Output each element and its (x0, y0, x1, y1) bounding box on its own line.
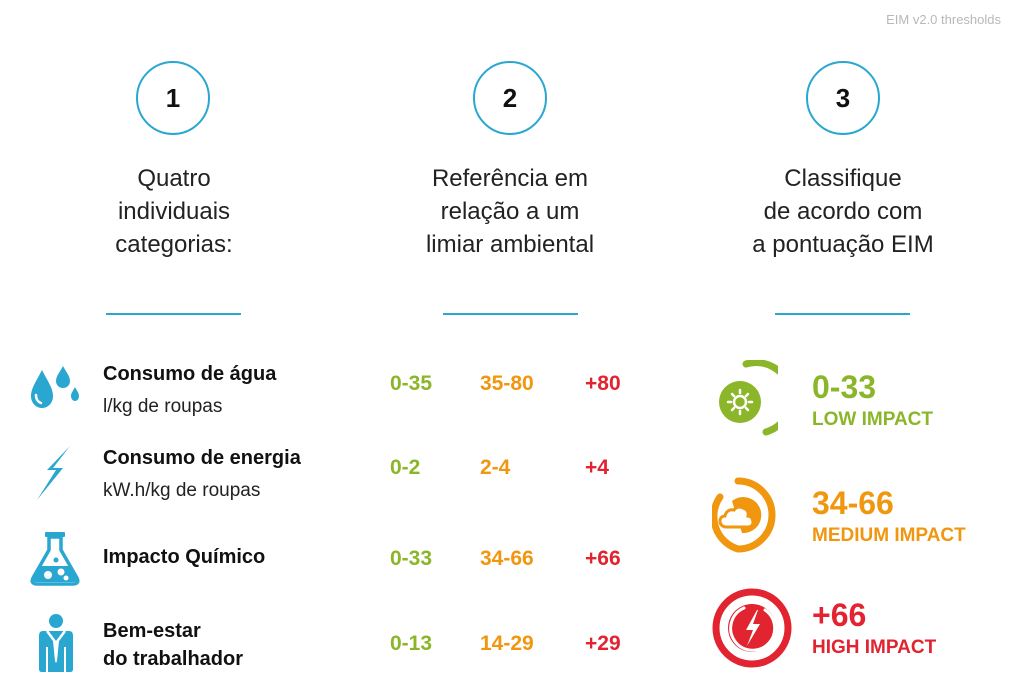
step-2-circle: 2 (473, 61, 547, 135)
step-3-circle: 3 (806, 61, 880, 135)
chemical-flask-icon (30, 532, 80, 586)
category-4-name: Bem-estar do trabalhador (103, 617, 243, 673)
step-2-line-3: limiar ambiental (425, 231, 595, 258)
category-2-name: Consumo de energia (103, 447, 301, 469)
category-4-high: +29 (585, 632, 621, 655)
high-impact-range: +66 (812, 597, 867, 633)
step-1-line-1: Quatro (137, 165, 211, 192)
medium-impact-range: 34-66 (812, 485, 894, 521)
step-2-line-2: relação a um (440, 198, 580, 225)
category-4-medium: 14-29 (480, 632, 534, 655)
category-1-medium: 35-80 (480, 372, 534, 395)
category-1-name: Consumo de água (103, 363, 277, 385)
step-3-text: Classifique de acordo com a pontuação EI… (693, 162, 993, 261)
category-3-medium: 34-66 (480, 547, 534, 570)
low-impact-sun-icon (719, 360, 778, 436)
low-impact-range: 0-33 (812, 369, 877, 405)
category-1-low: 0-35 (390, 372, 433, 395)
category-4-name-line-2: do trabalhador (103, 648, 244, 670)
category-3-name: Impacto Químico (103, 546, 266, 568)
step-2-line-1: Referência em (431, 165, 589, 192)
category-1-high: +80 (585, 372, 621, 395)
step-3-line-2: de acordo com (763, 198, 923, 225)
water-drops-icon (31, 366, 79, 408)
lightning-icon (37, 446, 70, 500)
low-impact-label: LOW IMPACT (812, 409, 934, 430)
version-label: EIM v2.0 thresholds (886, 12, 1001, 27)
category-2-medium: 2-4 (480, 456, 511, 479)
high-impact-label: HIGH IMPACT (812, 637, 937, 658)
step-1-divider (106, 313, 241, 315)
step-3-line-1: Classifique (784, 165, 902, 192)
step-1-text: Quatro individuais categorias: (24, 162, 324, 261)
step-3-divider (775, 313, 910, 315)
category-2-unit: kW.h/kg de roupas (103, 480, 261, 501)
category-3-high: +66 (585, 547, 621, 570)
step-1-line-2: individuais (117, 198, 231, 225)
category-4-name-line-1: Bem-estar (103, 620, 201, 642)
category-3-low: 0-33 (390, 547, 433, 570)
category-2-high: +4 (585, 456, 609, 479)
category-4-low: 0-13 (390, 632, 433, 655)
step-3-line-3: a pontuação EIM (752, 231, 934, 258)
medium-impact-cloud-icon (712, 477, 776, 553)
worker-icon (39, 614, 73, 672)
medium-impact-label: MEDIUM IMPACT (812, 525, 966, 546)
step-1-circle: 1 (136, 61, 210, 135)
category-2-low: 0-2 (390, 456, 421, 479)
step-2-text: Referência em relação a um limiar ambien… (360, 162, 660, 261)
high-impact-lightning-icon (712, 588, 792, 668)
step-2-divider (443, 313, 578, 315)
category-1-unit: l/kg de roupas (103, 396, 223, 417)
step-1-line-3: categorias: (115, 231, 233, 258)
